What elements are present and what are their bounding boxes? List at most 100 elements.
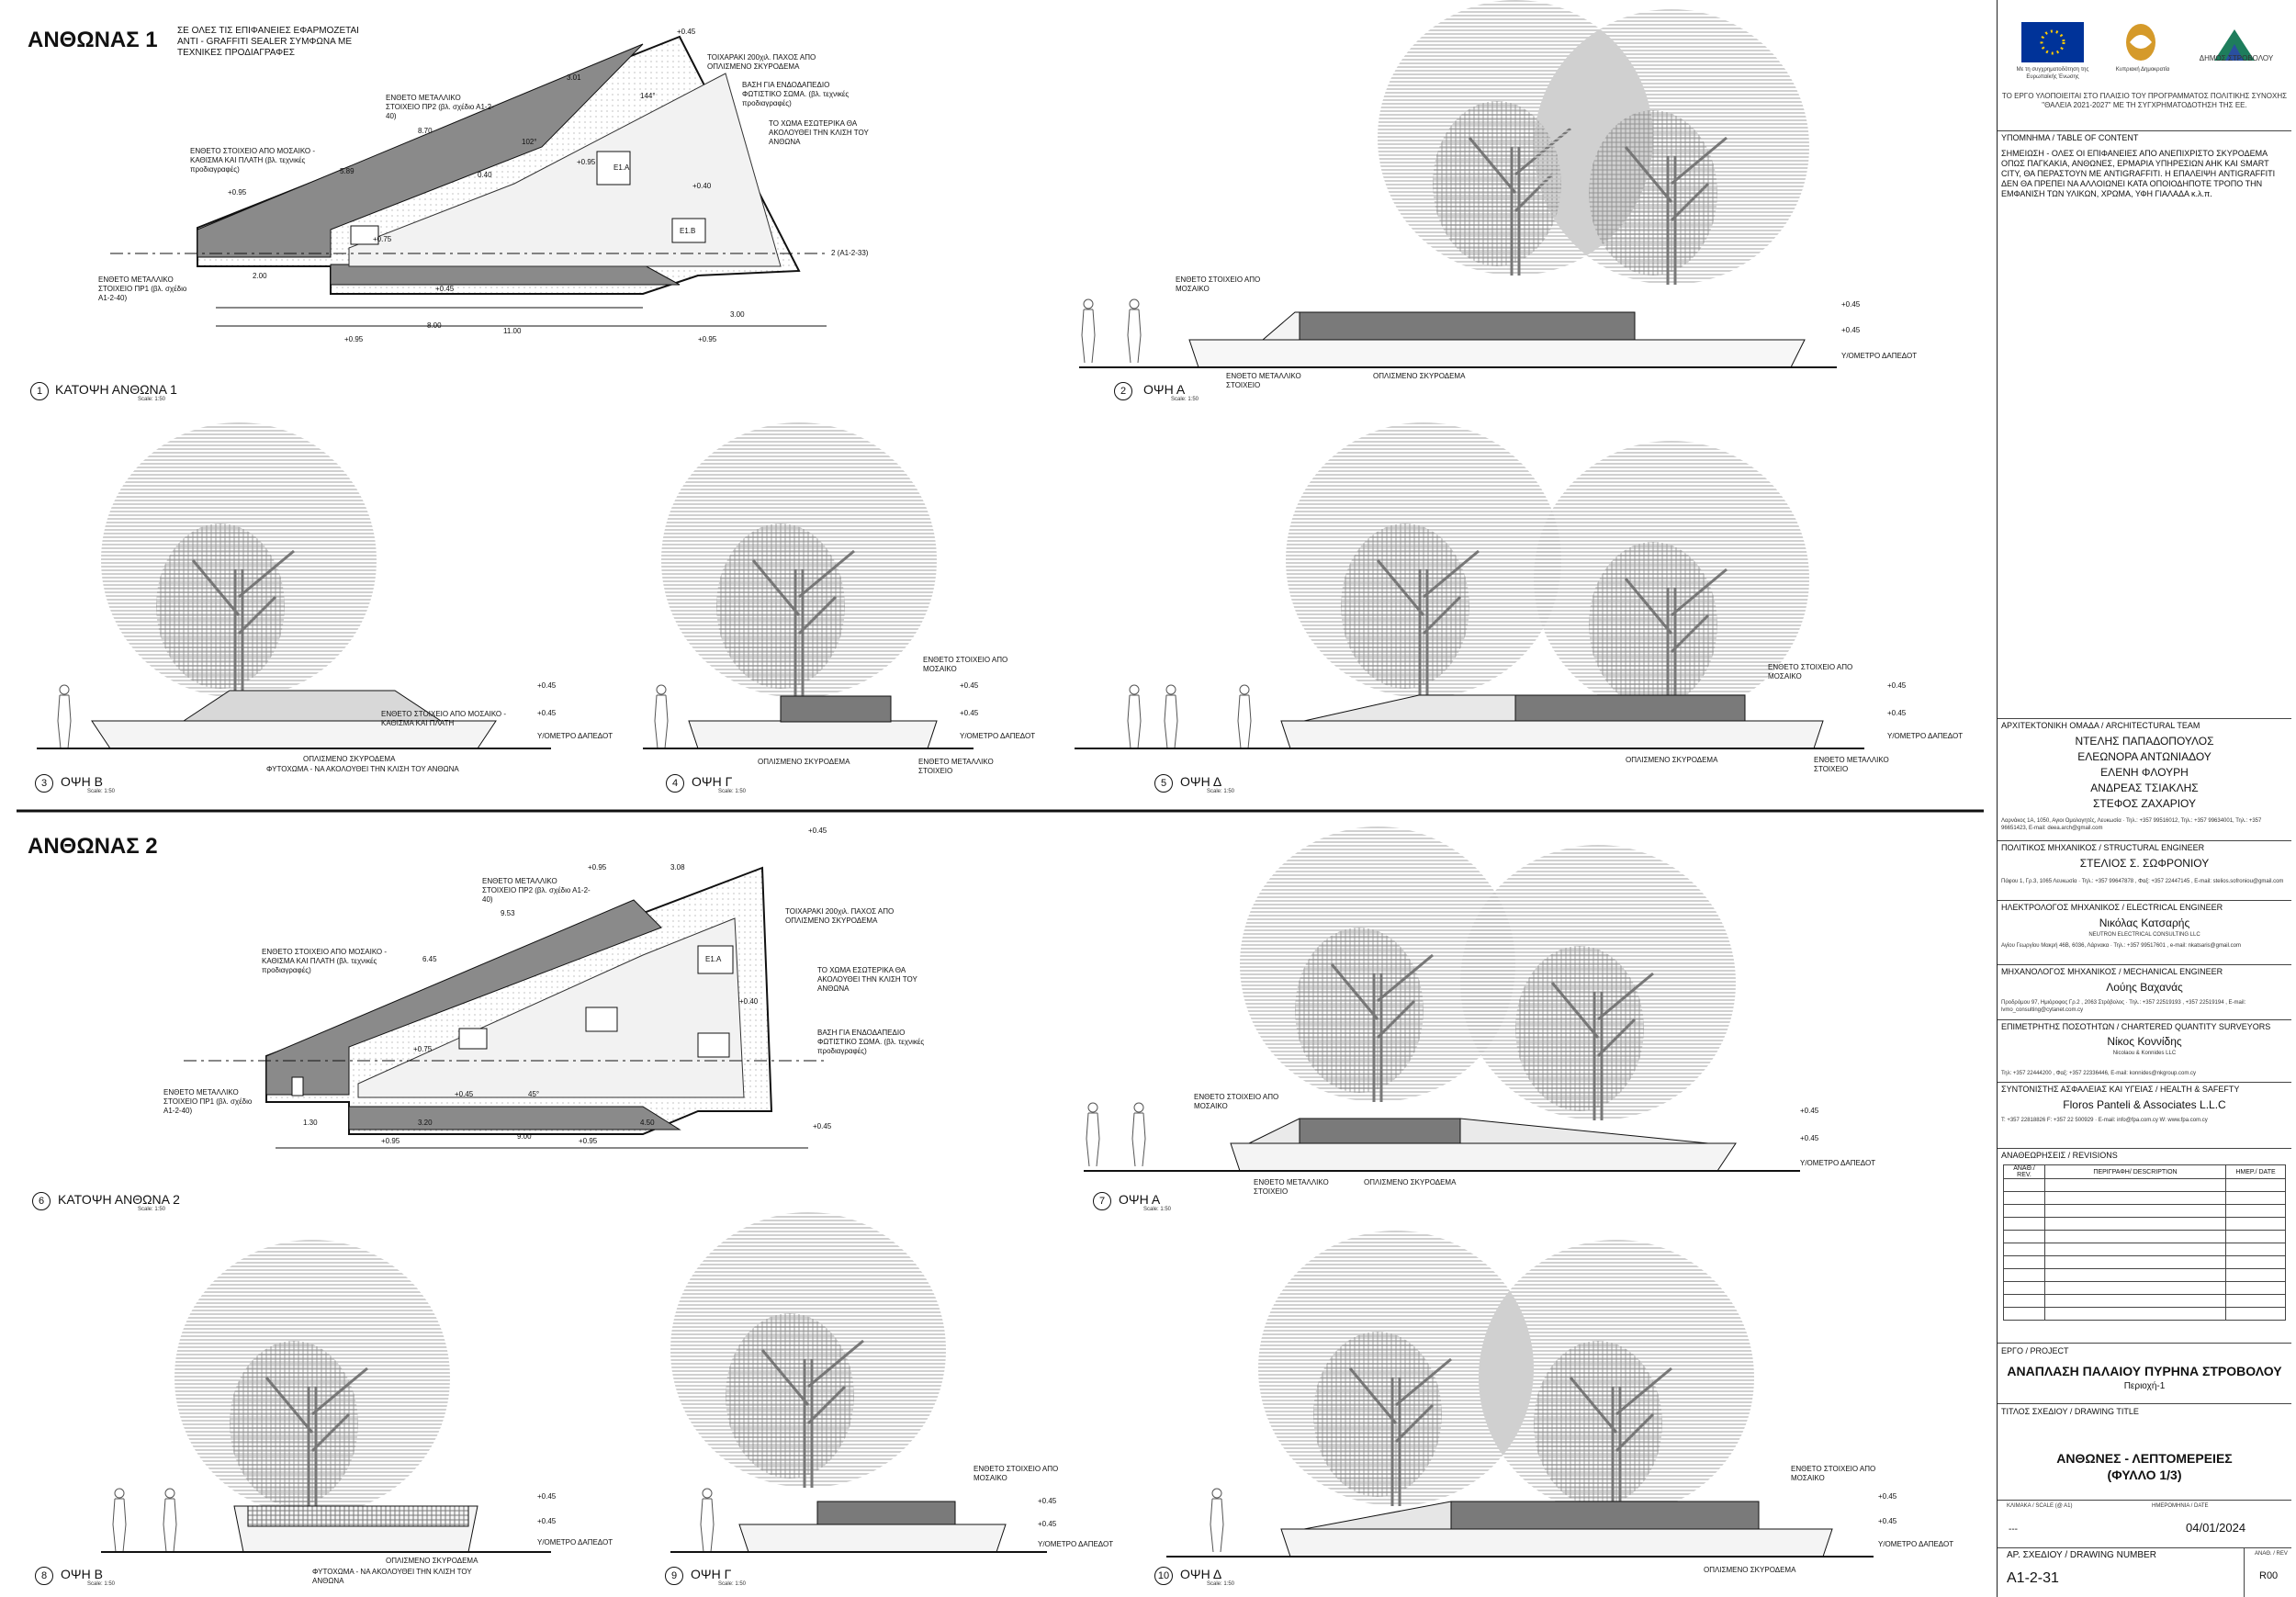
elev10-mosaic-label: ΕΝΘΕΤΟ ΣΤΟΙΧΕΙΟ ΑΠΟ ΜΟΣΑΙΚΟ (1791, 1465, 1876, 1482)
view-7-number: 7 (1093, 1192, 1111, 1210)
plan2-dim-130: 1.30 (303, 1119, 318, 1127)
plan2-level-095c: +0.95 (579, 1137, 598, 1145)
view-8-title: ΟΨΗ Β (61, 1567, 103, 1581)
plan1-dim-3: 3.00 (730, 310, 745, 319)
elev2-mosaic-label: ΕΝΘΕΤΟ ΣΤΟΙΧΕΙΟ ΑΠΟ ΜΟΣΑΙΚΟ (1176, 276, 1261, 293)
view-2-number: 2 (1114, 382, 1132, 400)
elevation-5 (1075, 421, 1864, 749)
plan2-dim-450: 4.50 (640, 1119, 655, 1127)
scale-heading: ΚΛΙΜΑΚΑ / SCALE (@ A1) (2007, 1503, 2073, 1509)
plan2-label-metal-pr2: ΕΝΘΕΤΟ ΜΕΤΑΛΛΙΚΟ ΣΤΟΙΧΕΙΟ ΠΡ2 (βλ. σχέδι… (482, 877, 591, 904)
section-title-1: ΑΝΘΩΝΑΣ 1 (28, 28, 158, 52)
view-3-scale: Scale: 1:50 (87, 789, 116, 794)
view-3-number: 3 (35, 774, 53, 793)
elev4-concrete-label: ΟΠΛΙΣΜΕΝΟ ΣΚΥΡΟΔΕΜΑ (758, 758, 850, 766)
elev7-metal-label: ΕΝΘΕΤΟ ΜΕΤΑΛΛΙΚΟ ΣΤΟΙΧΕΙΟ (1254, 1178, 1329, 1196)
elev9-level-2: +0.45 (1038, 1520, 1057, 1528)
qs-heading: ΕΠΙΜΕΤΡΗΤΗΣ ΠΟΣΟΤΗΤΩΝ / CHARTERED QUANTI… (2001, 1022, 2271, 1031)
arch-address: Λαρνάκος 1Α, 1050, Αγιοι Ομολογητές, Λευ… (2001, 818, 2262, 831)
graffiti-note: ΣΕ ΟΛΕΣ ΤΙΣ ΕΠΙΦΑΝΕΙΕΣ ΕΦΑΡΜΟΖΕΤΑΙ ANTI … (177, 26, 359, 58)
struct-address: Πάφου 1, Γρ.3, 1065 Λευκωσία · Τηλ.: +35… (2001, 879, 2284, 884)
view-1-scale: Scale: 1:50 (138, 397, 166, 402)
struct-heading: ΠΟΛΙΤΙΚΟΣ ΜΗΧΑΝΙΚΟΣ / STRUCTURAL ENGINEE… (2001, 843, 2205, 852)
plan1-dim-8: 8.00 (427, 321, 442, 330)
elev3-concrete-label: ΟΠΛΙΣΜΕΝΟ ΣΚΥΡΟΔΕΜΑ (303, 755, 396, 763)
elevation-9 (669, 1210, 1047, 1553)
view-10-number: 10 (1154, 1567, 1173, 1585)
view-4-scale: Scale: 1:50 (718, 789, 747, 794)
plan1-tag-e1a: E1.A (613, 163, 630, 172)
arch-name-1: ΝΤΕΛΗΣ ΠΑΠΑΔΟΠΟΥΛΟΣ (2075, 735, 2214, 748)
legend-heading: ΥΠΟΜΝΗΜΑ / TABLE OF CONTENT (2001, 133, 2139, 142)
elev8-level-2: +0.45 (537, 1517, 557, 1525)
view-1-title: ΚΑΤΟΨΗ ΑΝΘΩΝΑ 1 (55, 382, 177, 397)
plan1-level-095b: +0.95 (344, 335, 364, 343)
elev3-ground: Υ/ΟΜΕΤΡΟ ΔΑΠΕΔΟΤ (537, 732, 613, 740)
elev5-level-1: +0.45 (1887, 681, 1907, 690)
elev4-level-1: +0.45 (960, 681, 979, 690)
view-3-title: ΟΨΗ Β (61, 774, 103, 789)
elevation-7 (1084, 825, 1800, 1172)
logo-eu-caption: Με τη συγχρηματοδότηση της Ευρωπαϊκής Έν… (2016, 67, 2089, 80)
plan1-label-metal-pr1: ΕΝΘΕΤΟ ΜΕΤΑΛΛΙΚΟ ΣΤΟΙΧΕΙΟ ΠΡ1 (βλ. σχέδι… (98, 276, 187, 302)
elev3-soil-label: ΦΥΤΟΧΩΜΑ - ΝΑ ΑΚΟΛΟΥΘΕΙ ΤΗΝ ΚΛΙΣΗ ΤΟΥ ΑΝ… (266, 765, 459, 773)
view-9-scale: Scale: 1:50 (718, 1581, 747, 1587)
plan2-level-040: +0.40 (739, 997, 759, 1006)
elev4-ground: Υ/ΟΜΕΤΡΟ ΔΑΠΕΔΟΤ (960, 732, 1036, 740)
plan2-label-mosaic-seat: ΕΝΘΕΤΟ ΣΤΟΙΧΕΙΟ ΑΠΟ ΜΟΣΑΙΚΟ - ΚΑΘΙΣΜΑ ΚΑ… (262, 948, 388, 974)
plan2-label-metal-pr1: ΕΝΘΕΤΟ ΜΕΤΑΛΛΙΚΟ ΣΤΟΙΧΕΙΟ ΠΡ1 (βλ. σχέδι… (163, 1088, 253, 1115)
elev2-ground: Υ/ΟΜΕΤΡΟ ΔΑΠΕΔΟΤ (1841, 352, 1918, 360)
elev5-ground: Υ/ΟΜΕΤΡΟ ΔΑΠΕΔΟΤ (1887, 732, 1964, 740)
view-4-title: ΟΨΗ Γ (692, 774, 733, 789)
elevation-8 (101, 1238, 551, 1553)
view-7-title: ΟΨΗ Α (1119, 1192, 1161, 1207)
plan1-level-045: +0.45 (435, 285, 455, 293)
date-value: 04/01/2024 (2186, 1521, 2246, 1535)
elev10-concrete-label: ΟΠΛΙΣΜΕΝΟ ΣΚΥΡΟΔΕΜΑ (1704, 1566, 1796, 1574)
view-8-number: 8 (35, 1567, 53, 1585)
elevation-3 (37, 421, 551, 749)
view-10-title: ΟΨΗ Δ (1180, 1567, 1222, 1581)
plan1-label-mosaic-seat: ΕΝΘΕΤΟ ΣΤΟΙΧΕΙΟ ΑΠΟ ΜΟΣΑΙΚΟ - ΚΑΘΙΣΜΑ ΚΑ… (190, 147, 316, 174)
elev7-ground: Υ/ΟΜΕΤΡΟ ΔΑΠΕΔΟΤ (1800, 1159, 1876, 1167)
plan1-level-075: +0.75 (373, 235, 392, 243)
rev-col-rev: ΑΝΑΘ./ REV. (2003, 1164, 2045, 1179)
plan2-level-045: +0.45 (455, 1090, 474, 1098)
revisions-table: ΑΝΑΘ./ REV. ΠΕΡΙΓΡΑΦΗ/ DESCRIPTION ΗΜΕΡ.… (2003, 1164, 2286, 1321)
drawing-number-heading: ΑΡ. ΣΧΕΔΙΟΥ / DRAWING NUMBER (2007, 1550, 2156, 1560)
hs-heading: ΣΥΝΤΟΝΙΣΤΗΣ ΑΣΦΑΛΕΙΑΣ ΚΑΙ ΥΓΕΙΑΣ / HEALT… (2001, 1085, 2240, 1094)
elev8-level-1: +0.45 (537, 1492, 557, 1501)
elec-name: Νικόλας Κατσαρής (2099, 917, 2190, 929)
project-area: Περιοχή-1 (2123, 1381, 2166, 1391)
elec-firm: NEUTRON ELECTRICAL CONSULTING LLC (2088, 932, 2200, 938)
logo-strovolos-caption: ΔΗΜΟΣ ΣΤΡΟΒΟΛΟΥ (2199, 54, 2274, 62)
elev9-mosaic-label: ΕΝΘΕΤΟ ΣΤΟΙΧΕΙΟ ΑΠΟ ΜΟΣΑΙΚΟ (974, 1465, 1059, 1482)
drawing-title-1: ΑΝΘΩΝΕΣ - ΛΕΠΤΟΜΕΡΕΙΕΣ (2056, 1451, 2233, 1466)
plan2-dim-900: 9.00 (517, 1132, 532, 1141)
plan1-label-soil: ΤΟ ΧΩΜΑ ΕΣΩΤΕΡΙΚΑ ΘΑ ΑΚΟΛΟΥΘΕΙ ΤΗΝ ΚΛΙΣΗ… (769, 119, 869, 146)
elev4-level-2: +0.45 (960, 709, 979, 717)
plan1-dim-589: 5.89 (340, 167, 355, 175)
plan1-angle-36: 102° (522, 138, 537, 146)
plan1-label-metal-pr2: ΕΝΘΕΤΟ ΜΕΤΑΛΛΙΚΟ ΣΤΟΙΧΕΙΟ ΠΡ2 (βλ. σχέδι… (386, 94, 494, 120)
plan2-dim-308: 3.08 (670, 863, 685, 872)
elevation-4 (643, 421, 974, 749)
view-4-number: 4 (666, 774, 684, 793)
drawing-title-heading: ΤΙΤΛΟΣ ΣΧΕΔΙΟΥ / DRAWING TITLE (2001, 1407, 2139, 1416)
view-5-title: ΟΨΗ Δ (1180, 774, 1222, 789)
elev8-ground: Υ/ΟΜΕΤΡΟ ΔΑΠΕΔΟΤ (537, 1538, 613, 1546)
plan1-level-095d: +0.95 (228, 188, 247, 197)
elev3-mosaic-seat-label: ΕΝΘΕΤΟ ΣΤΟΙΧΕΙΟ ΑΠΟ ΜΟΣΑΙΚΟ - ΚΑΘΙΣΜΑ ΚΑ… (381, 710, 507, 727)
elec-address: Αγίου Γεωργίου Μακρή 46Β, 6036, Λάρνακα … (2001, 943, 2241, 949)
plan2-level-095: +0.95 (588, 863, 607, 872)
title-block: Με τη συγχρηματοδότηση της Ευρωπαϊκής Έν… (1997, 0, 2291, 1597)
plan2-tag-e1a: E1.A (705, 955, 722, 963)
view-6-number: 6 (32, 1192, 51, 1210)
rev-value: R00 (2259, 1570, 2279, 1581)
rev-col-desc: ΠΕΡΙΓΡΑΦΗ/ DESCRIPTION (2044, 1164, 2226, 1179)
elev2-level-2: +0.45 (1841, 326, 1861, 334)
elevation-2 (1079, 0, 1837, 368)
view-5-scale: Scale: 1:50 (1207, 789, 1235, 794)
